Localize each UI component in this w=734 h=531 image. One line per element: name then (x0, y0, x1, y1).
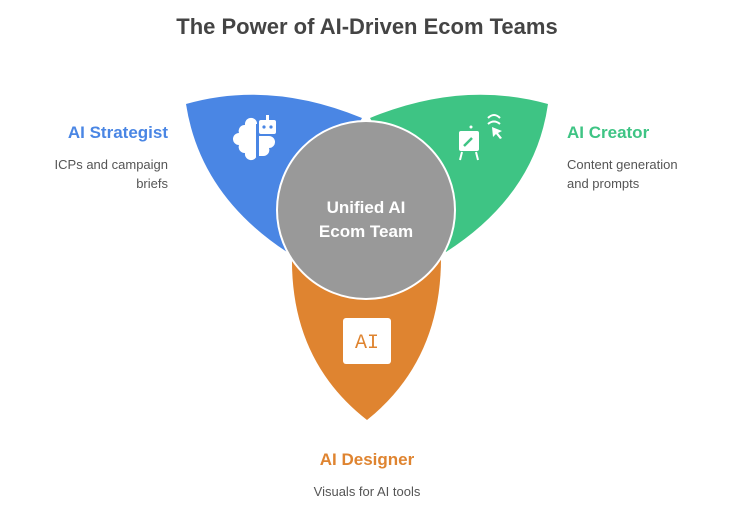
creator-desc-line2: and prompts (567, 176, 640, 191)
strategist-description: ICPs and campaign briefs (55, 155, 168, 193)
strategist-desc-line1: ICPs and campaign (54, 157, 168, 172)
brain-robot-icon (233, 115, 276, 161)
center-label-line2: Ecom Team (318, 222, 414, 241)
page-title: The Power of AI-Driven Ecom Teams (176, 14, 558, 39)
designer-title: AI Designer (319, 450, 415, 469)
easel-cursor-icon (459, 114, 502, 161)
designer-description: Visuals for AI tools (313, 484, 421, 499)
creator-description: Content generation and prompts (567, 155, 678, 193)
center-label: Unified AI Ecom Team (286, 196, 446, 244)
center-circle (276, 120, 456, 300)
creator-petal (370, 94, 548, 252)
ai-badge-icon (343, 318, 391, 364)
ai-badge-text: AI (355, 332, 379, 355)
creator-title: AI Creator (567, 123, 650, 142)
center-label-line1: Unified AI (326, 198, 406, 217)
strategist-title: AI Strategist (67, 123, 168, 142)
creator-desc-line1: Content generation (567, 157, 678, 172)
strategist-desc-line2: briefs (136, 176, 168, 191)
